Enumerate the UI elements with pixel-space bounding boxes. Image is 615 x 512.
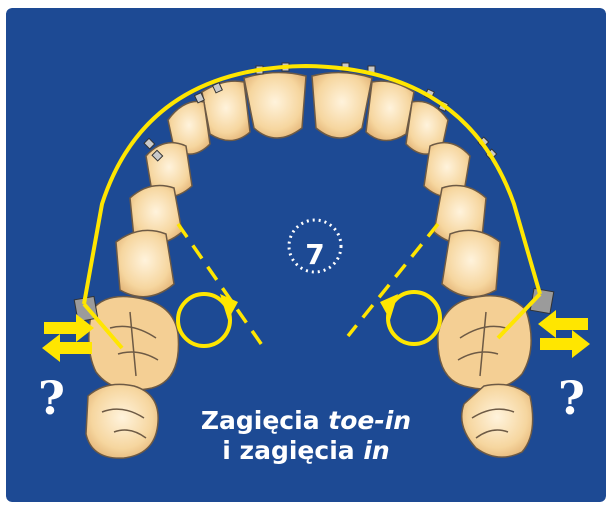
caption-line-2-emphasis: in (363, 436, 389, 465)
tooth-premolar-right-3 (442, 230, 500, 296)
caption-line-2-prefix: i zagięcia (222, 436, 363, 465)
tooth-incisor-right-lateral (366, 81, 414, 140)
tooth-molar-right (438, 296, 531, 389)
question-mark-right: ? (558, 373, 585, 423)
caption-line-2: i zagięcia in (156, 436, 456, 466)
tooth-incisor-left-central (244, 72, 306, 138)
tooth-premolar-left-3 (116, 230, 174, 296)
step-number: 7 (290, 230, 340, 280)
tooth-molar-left-lower (86, 384, 158, 458)
caption-line-1-emphasis: toe-in (328, 406, 411, 435)
caption-line-1-prefix: Zagięcia (201, 406, 328, 435)
question-mark-left: ? (38, 373, 65, 423)
caption-line-1: Zagięcia toe-in (156, 406, 456, 436)
diagram-panel: 7 ? ? Zagięcia toe-in i zagięcia in (6, 8, 606, 502)
tooth-incisor-left-lateral (202, 81, 250, 140)
